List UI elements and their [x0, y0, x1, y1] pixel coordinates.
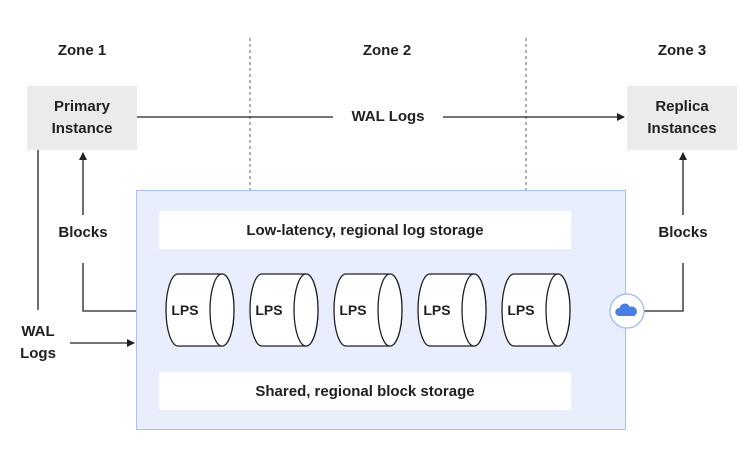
- lps-cylinder-5: LPS: [501, 273, 571, 347]
- wal-logs-input-label: WAL Logs: [20, 323, 56, 362]
- lps-label-3: LPS: [339, 302, 366, 318]
- lps-label-1: LPS: [171, 302, 198, 318]
- blocks-right-line: [644, 263, 684, 312]
- lps-cylinder-4: LPS: [417, 273, 487, 347]
- primary-instance-label: Primary Instance: [51, 98, 113, 137]
- log-storage-bar: Low-latency, regional log storage: [159, 211, 571, 249]
- zone-2-label: Zone 2: [362, 42, 412, 59]
- lps-cylinder-1: LPS: [165, 273, 235, 347]
- cloud-icon: [609, 293, 645, 329]
- blocks-left-label: Blocks: [43, 222, 123, 244]
- wal-logs-arrow-label: WAL Logs: [333, 106, 443, 128]
- replica-instances-node: Replica Instances: [627, 86, 737, 150]
- blocks-left-line: [82, 263, 136, 312]
- blocks-right-label: Blocks: [643, 222, 723, 244]
- lps-label-4: LPS: [423, 302, 450, 318]
- lps-label-5: LPS: [507, 302, 534, 318]
- log-storage-label: Low-latency, regional log storage: [246, 221, 484, 239]
- lps-cylinder-3: LPS: [333, 273, 403, 347]
- lps-cylinder-2: LPS: [249, 273, 319, 347]
- block-storage-bar: Shared, regional block storage: [159, 372, 571, 410]
- replica-instances-label: Replica Instances: [647, 98, 717, 137]
- zone-1-label: Zone 1: [57, 42, 107, 59]
- zone-3-label: Zone 3: [657, 42, 707, 59]
- lps-label-2: LPS: [255, 302, 282, 318]
- block-storage-label: Shared, regional block storage: [255, 382, 475, 400]
- primary-instance-node: Primary Instance: [27, 86, 137, 150]
